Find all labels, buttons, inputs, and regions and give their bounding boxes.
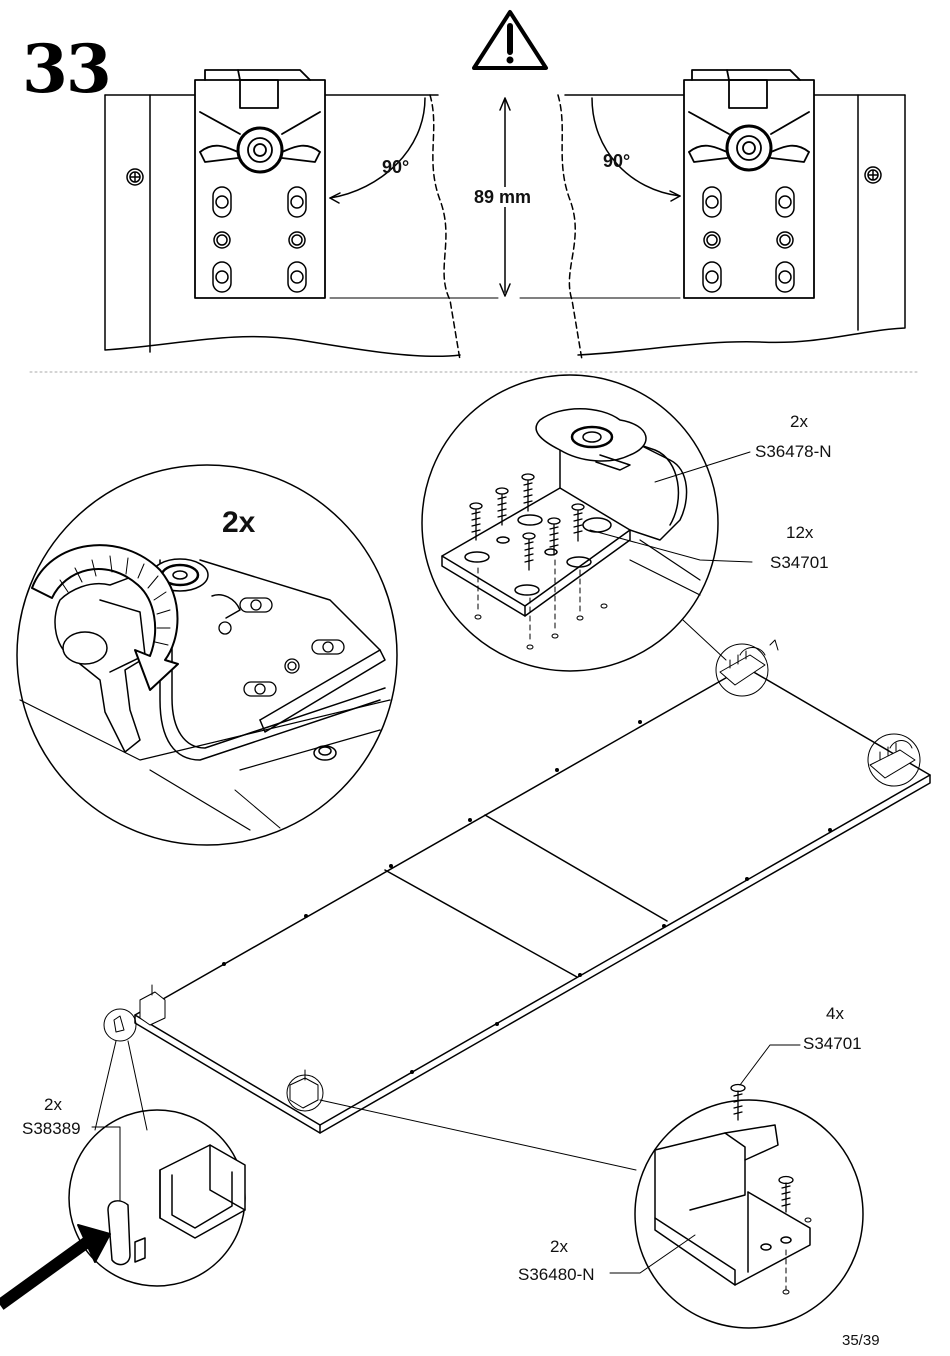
bracket-quantity: 2x: [550, 1237, 568, 1256]
panel-screw-right: [864, 166, 882, 184]
hinge-detail-circle: [421, 374, 719, 672]
angle-arc-left: [329, 97, 426, 199]
step-number: 33: [22, 30, 112, 108]
hinge-plate-right: [683, 69, 815, 299]
top-panel-diagram: [104, 69, 906, 361]
cap-detail-circle: [0, 1109, 246, 1310]
angle-label-left: 90°: [382, 157, 410, 177]
distance-label: 89 mm: [472, 187, 534, 207]
screw-icon: [469, 473, 585, 571]
cap-code: S38389: [22, 1119, 81, 1138]
angle-arc-right: [591, 97, 681, 197]
main-panel: [103, 639, 931, 1134]
screws-top-quantity: 12x: [786, 523, 814, 542]
angle-label-right: 90°: [603, 151, 631, 171]
panel-screw-left: [126, 168, 144, 186]
screws-bottom-quantity: 4x: [826, 1004, 844, 1023]
hinge-plate-left: [194, 69, 326, 299]
screws-top-code: S34701: [770, 553, 829, 572]
hinge-code: S36478-N: [755, 442, 832, 461]
hinge-quantity: 2x: [790, 412, 808, 431]
bracket-code: S36480-N: [518, 1265, 595, 1284]
rotate-quantity: 2x: [222, 506, 256, 539]
cap-quantity: 2x: [44, 1095, 62, 1114]
warning-triangle-icon: [472, 10, 548, 70]
rotation-detail-circle: [16, 464, 398, 846]
screws-bottom-code: S34701: [803, 1034, 862, 1053]
bracket-detail-circle: [634, 1083, 864, 1329]
page-number: 35/39: [842, 1332, 880, 1349]
